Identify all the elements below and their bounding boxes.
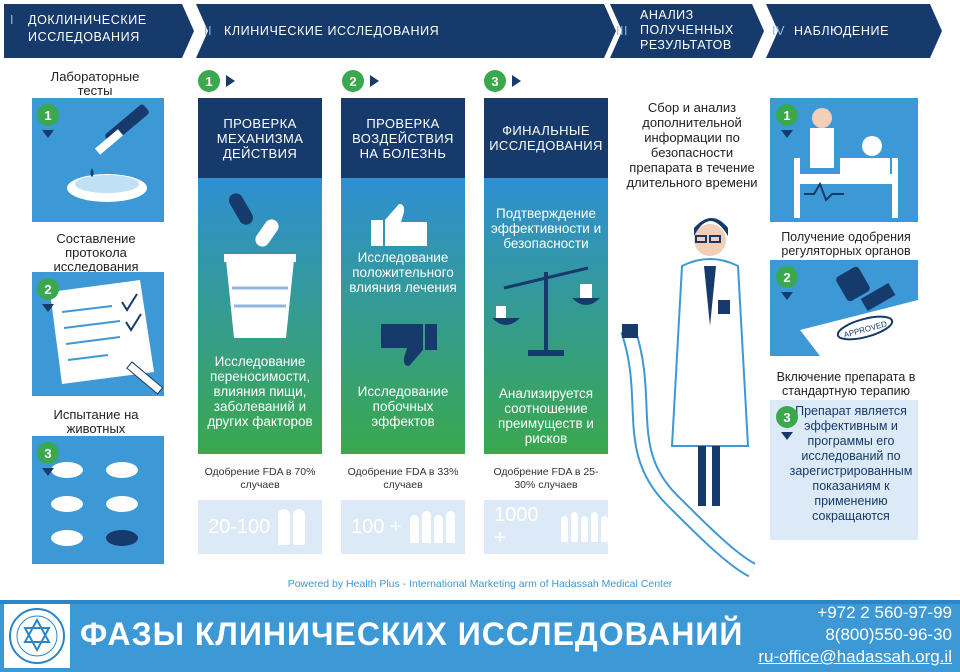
preclinical-label-2: Составление протокола исследования (53, 231, 139, 274)
clinical-step-3-participants: 1000 + (484, 500, 608, 554)
phase-2-header: II КЛИНИЧЕСКИЕ ИССЛЕДОВАНИЯ (204, 24, 594, 38)
clinical-badge-3: 3 (484, 70, 506, 92)
pipette-illustration (67, 104, 149, 202)
clinical-step-1-fda: Одобрение FDA в 70% случаев (204, 466, 316, 491)
observation-badge-3: 3 (776, 406, 798, 428)
clinical-step-3-fda: Одобрение FDA в 25-30% случаев (493, 466, 599, 491)
standard-therapy-panel: Препарат является эффективным и программ… (770, 400, 918, 540)
clinical-step-3-text1: Подтверждение эффективности и безопаснос… (490, 206, 602, 251)
footer-phone-1[interactable]: +972 2 560-97-99 (817, 603, 952, 622)
preclinical-badge-1: 1 (37, 104, 59, 126)
observation-badge-1: 1 (776, 104, 798, 126)
clinical-step-3-text2: Анализируется соотношение преимуществ и … (498, 386, 594, 446)
footer-title: ФАЗЫ КЛИНИЧЕСКИХ ИССЛЕДОВАНИЙ (80, 616, 744, 652)
clinical-step-3-body: Подтверждение эффективности и безопаснос… (484, 178, 608, 454)
footer-contacts: +972 2 560-97-99 8(800)550-96-30 ru-offi… (758, 602, 952, 668)
preclinical-pointer-3 (42, 468, 54, 476)
clinical-step-1-body: Исследование переносимости, влияния пищи… (198, 178, 322, 454)
clinical-step-2-participants: 100 + (341, 500, 465, 554)
clinical-step-1-title: ПРОВЕРКА МЕХАНИЗМА ДЕЙСТВИЯ (198, 98, 322, 178)
phase-2-title: КЛИНИЧЕСКИЕ ИССЛЕДОВАНИЯ (224, 24, 440, 38)
analysis-text: Сбор и анализ дополнительной информации … (626, 100, 758, 190)
phase-1-roman: I (10, 13, 15, 27)
preclinical-pointer-1 (42, 130, 54, 138)
observation-pointer-2 (781, 292, 793, 300)
phase-2-roman: II (204, 24, 213, 38)
clinical-step-2-title: ПРОВЕРКА ВОЗДЕЙСТВИЯ НА БОЛЕЗНЬ (341, 98, 465, 178)
phase-3-roman: III (616, 24, 628, 38)
phase-4-roman: IV (772, 24, 786, 38)
lab-tests-panel (32, 98, 164, 222)
scales-icon (492, 266, 600, 356)
preclinical-badge-3: 3 (37, 442, 59, 464)
clinical-step-2-count: 100 + (351, 515, 402, 538)
clinical-badge-2: 2 (342, 70, 364, 92)
observation-badge-2: 2 (776, 266, 798, 288)
clinical-step-2-text2: Исследование побочных эффектов (357, 384, 449, 429)
people-icon (561, 512, 608, 542)
preclinical-label-1: Лабораторные тесты (50, 69, 140, 98)
people-icon (278, 509, 306, 545)
clinical-pointer-3 (512, 75, 521, 87)
star-of-david-icon (9, 608, 65, 664)
protocol-illustration (50, 280, 164, 395)
people-icon (409, 511, 455, 543)
clinical-pointer-2 (370, 75, 379, 87)
preclinical-label-3: Испытание на животных (53, 407, 139, 436)
clinical-step-3-title: ФИНАЛЬНЫЕ ИССЛЕДОВАНИЯ (484, 98, 608, 178)
phase-3-title: АНАЛИЗ ПОЛУЧЕННЫХ РЕЗУЛЬТАТОВ (640, 8, 734, 52)
clinical-step-2-text1: Исследование положительного влияния лече… (349, 250, 457, 295)
phase-4-title: НАБЛЮДЕНИЕ (794, 24, 890, 38)
observation-pointer-3 (781, 432, 793, 440)
doctor-with-printout-illustration (620, 218, 756, 578)
hadassah-logo (4, 604, 70, 668)
phase-4-header: IV НАБЛЮДЕНИЕ (772, 24, 932, 38)
footer-phone-2[interactable]: 8(800)550-96-30 (825, 625, 952, 644)
clinical-step-2: ПРОВЕРКА ВОЗДЕЙСТВИЯ НА БОЛЕЗНЬ Исследов… (341, 98, 465, 454)
observation-text-3: Препарат является эффективным и программ… (789, 404, 913, 523)
pills-cup-illustration (224, 193, 296, 338)
preclinical-pointer-2 (42, 304, 54, 312)
phase-1-title: ДОКЛИНИЧЕСКИЕ ИССЛЕДОВАНИЯ (28, 13, 147, 44)
footer-bar: ФАЗЫ КЛИНИЧЕСКИХ ИССЛЕДОВАНИЙ +972 2 560… (0, 600, 960, 672)
powered-by-text: Powered by Health Plus - International M… (287, 578, 673, 590)
clinical-step-1-participants: 20-100 (198, 500, 322, 554)
phase-arrows-bg (4, 4, 942, 58)
mice-illustration (51, 462, 138, 546)
clinical-step-1-count: 20-100 (208, 515, 271, 538)
patient-bed-illustration (794, 108, 898, 218)
phase-3-header: III АНАЛИЗ ПОЛУЧЕННЫХ РЕЗУЛЬТАТОВ (616, 8, 750, 53)
clinical-step-3-count: 1000 + (494, 504, 539, 549)
observation-label-3: Включение препарата в стандартную терапи… (776, 370, 916, 398)
clinical-badge-1: 1 (198, 70, 220, 92)
clinical-step-1-text: Исследование переносимости, влияния пищи… (207, 354, 313, 429)
clinical-step-2-body: Исследование положительного влияния лече… (341, 178, 465, 454)
clinical-step-2-fda: Одобрение FDA в 33% случаев (347, 466, 459, 491)
clinical-step-1: ПРОВЕРКА МЕХАНИЗМА ДЕЙСТВИЯ Исследование… (198, 98, 322, 454)
thumbs-up-icon (371, 204, 427, 246)
footer-email[interactable]: ru-office@hadassah.org.il (758, 647, 952, 666)
observation-label-2: Получение одобрения регуляторных органов (781, 230, 911, 258)
preclinical-badge-2: 2 (37, 278, 59, 300)
phase-1-header: I ДОКЛИНИЧЕСКИЕ ИССЛЕДОВАНИЯ (10, 12, 180, 46)
clinical-pointer-1 (226, 75, 235, 87)
observation-pointer-1 (781, 130, 793, 138)
approval-stamp-illustration: APPROVED (800, 266, 918, 356)
thumbs-down-icon (381, 324, 437, 366)
clinical-step-3: ФИНАЛЬНЫЕ ИССЛЕДОВАНИЯ Подтверждение эфф… (484, 98, 608, 454)
